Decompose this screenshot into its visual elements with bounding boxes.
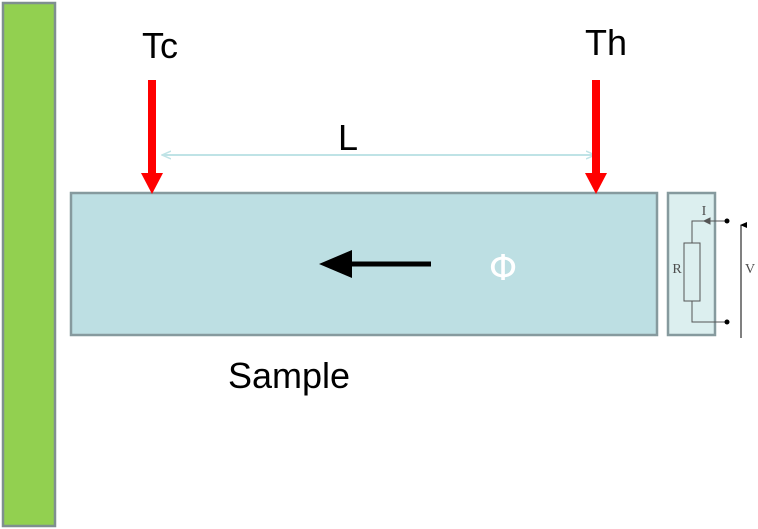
sample-label: Sample — [228, 355, 350, 396]
heat-flux-arrow — [319, 250, 431, 278]
heat-flux-label: Φ — [489, 248, 517, 289]
heater-circuit — [683, 217, 727, 323]
cold-arrow-head — [141, 173, 163, 194]
current-arrow-icon — [702, 217, 711, 225]
heater-resistance-label: R — [672, 262, 682, 277]
hot-arrow-head — [585, 173, 607, 194]
heater-current-label: I — [702, 204, 707, 219]
hot-temperature-label: Th — [585, 22, 627, 63]
cold-temperature-label: Tc — [142, 25, 178, 66]
cold-thermometer-marker — [141, 80, 163, 194]
heater-voltage-label: V — [745, 262, 755, 277]
circuit-top-wire — [691, 220, 727, 243]
flux-arrow-head — [319, 250, 352, 278]
length-label: L — [338, 117, 358, 158]
terminal-top — [724, 218, 730, 224]
cold-arrow-shaft — [148, 80, 156, 175]
heat-sink — [1, 1, 57, 528]
hot-arrow-shaft — [592, 80, 600, 175]
terminal-bottom — [724, 319, 730, 325]
hot-thermometer-marker — [585, 80, 607, 194]
circuit-bottom-wire — [691, 301, 727, 323]
